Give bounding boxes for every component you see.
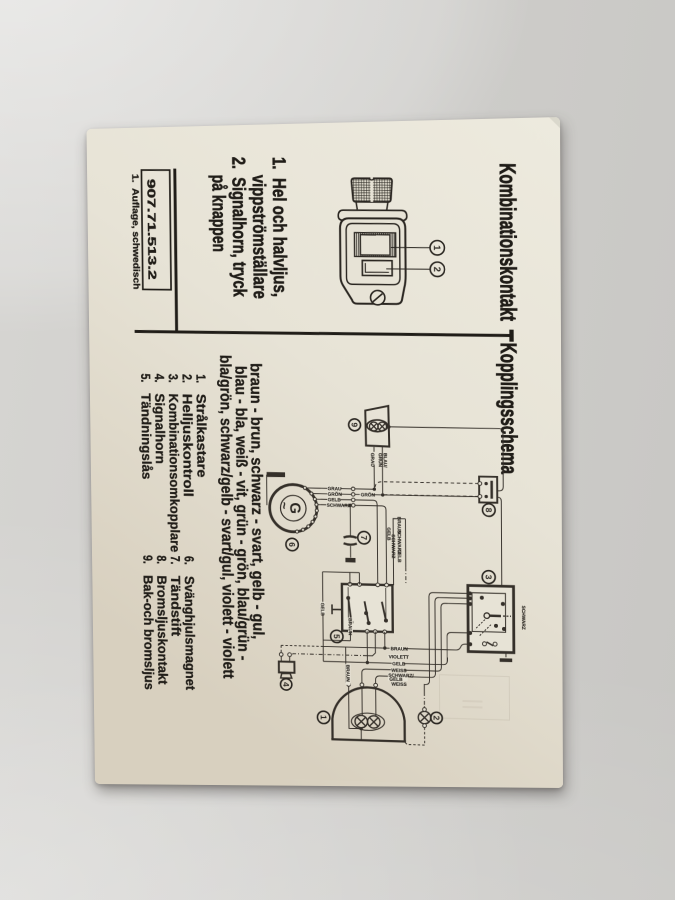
svg-text:Bak-och bromsljus: Bak-och bromsljus — [141, 575, 157, 690]
svg-text:5.: 5. — [138, 373, 153, 382]
svg-text:1. Auflage, schwedisch: 1. Auflage, schwedisch — [130, 174, 141, 290]
svg-text:9.: 9. — [140, 555, 155, 564]
svg-text:GELB: GELB — [328, 497, 342, 502]
svg-text:907.71.513.2: 907.71.513.2 — [144, 179, 157, 280]
svg-text:BRAUN: BRAUN — [345, 665, 350, 683]
svg-text:WEISS: WEISS — [391, 668, 406, 673]
svg-text:GRÖN: GRÖN — [328, 491, 343, 497]
svg-text:Kombinationskontakt: Kombinationskontakt — [495, 163, 522, 321]
svg-text:VIOLETT: VIOLETT — [389, 654, 409, 660]
svg-text:SCHWARZ/: SCHWARZ/ — [388, 673, 414, 679]
svg-text:Strålkastare: Strålkastare — [194, 394, 210, 478]
svg-text:GELB: GELB — [389, 677, 403, 682]
svg-text:Tändstift: Tändstift — [168, 576, 184, 637]
svg-text:4: 4 — [281, 682, 291, 687]
svg-text:Kopplingsschema: Kopplingsschema — [496, 343, 522, 475]
svg-text:~: ~ — [277, 502, 291, 510]
svg-text:1.: 1. — [193, 374, 208, 383]
svg-text:7: 7 — [359, 535, 369, 540]
svg-text:BRAUN: BRAUN — [397, 517, 402, 535]
svg-text:6: 6 — [287, 542, 297, 547]
svg-text:7.: 7. — [168, 556, 183, 565]
svg-text:Bromsljuskontakt: Bromsljuskontakt — [154, 575, 170, 685]
svg-text:2. Signalhorn, tryck: 2. Signalhorn, tryck — [228, 157, 251, 298]
svg-text:SCHWARZ: SCHWARZ — [327, 503, 351, 509]
svg-text:8: 8 — [484, 508, 494, 513]
svg-text:BRAUN: BRAUN — [391, 646, 409, 652]
svg-text:braun - brun, schwarz - svart,: braun - brun, schwarz - svart, gelb - gu… — [247, 363, 267, 640]
svg-text:2: 2 — [432, 267, 442, 272]
svg-text:GELB: GELB — [320, 603, 325, 617]
svg-text:GRÜN: GRÜN — [378, 453, 384, 468]
svg-text:Svänghjulsmagnet: Svänghjulsmagnet — [182, 576, 198, 691]
svg-text:6.: 6. — [182, 556, 197, 565]
svg-text:3: 3 — [484, 575, 494, 580]
svg-text:SCHWARZ: SCHWARZ — [391, 534, 396, 558]
svg-text:SCHWARZ: SCHWARZ — [521, 606, 526, 630]
svg-text:på knappen: på knappen — [208, 175, 230, 252]
svg-text:9: 9 — [350, 422, 360, 427]
svg-text:3.: 3. — [166, 374, 181, 383]
svg-text:G: G — [286, 502, 302, 514]
svg-text:4.: 4. — [152, 374, 167, 383]
svg-text:BRAUN: BRAUN — [348, 618, 353, 636]
svg-text:bla/grön, schwarz/gelb - svart: bla/grön, schwarz/gelb - svart/gul, viol… — [216, 355, 236, 680]
svg-text:GELB: GELB — [397, 549, 402, 563]
svg-text:GELB: GELB — [386, 527, 391, 541]
svg-text:blau - bla, weiß - vit, grün -: blau - bla, weiß - vit, grün - grön, bla… — [231, 366, 251, 661]
svg-text:Kombinationsomkopplare: Kombinationsomkopplare — [166, 393, 183, 552]
svg-text:5: 5 — [332, 634, 342, 639]
svg-text:1. Hel och halvljus,: 1. Hel och halvljus, — [269, 157, 292, 297]
svg-text:2: 2 — [431, 715, 441, 720]
svg-text:vippströmställare: vippströmställare — [249, 175, 271, 299]
svg-text:2.: 2. — [180, 374, 195, 383]
svg-text:Signalhorn: Signalhorn — [152, 393, 168, 464]
svg-text:WEISS: WEISS — [391, 682, 406, 687]
svg-text:Helljuskontroll: Helljuskontroll — [180, 394, 196, 497]
svg-text:8.: 8. — [154, 555, 169, 564]
svg-text:Tändningslås: Tändningslås — [138, 393, 154, 479]
svg-text:BLAU/: BLAU/ — [383, 453, 388, 468]
svg-text:SCHWARZ: SCHWARZ — [397, 530, 402, 554]
svg-text:GELB: GELB — [392, 661, 406, 666]
svg-text:1: 1 — [319, 715, 329, 720]
svg-text:1: 1 — [432, 245, 442, 250]
svg-text:GRAU: GRAU — [370, 453, 375, 468]
svg-text:GRÖN: GRÖN — [361, 491, 376, 497]
svg-text:GRAU: GRAU — [328, 486, 343, 491]
